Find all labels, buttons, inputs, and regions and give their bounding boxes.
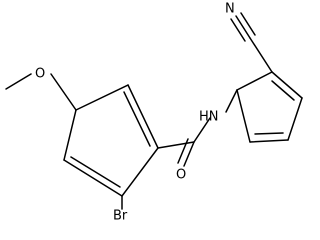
bond-nitrile-2 (240, 12, 256, 36)
bond-ring-a-5 (127, 84, 159, 149)
bond-nitrile-3 (230, 18, 246, 42)
bond-ring-b-1 (236, 71, 273, 91)
single-bonds (5, 37, 303, 210)
bond-ring-b-4-inner (271, 80, 295, 101)
atom-label-nitrile-n: N (225, 2, 235, 17)
bond-nitrile-1 (235, 15, 251, 39)
atom-label-bromine: Br (113, 209, 128, 224)
atom-label-carbonyl-o: O (176, 168, 186, 183)
bond-carbonyl-nh (193, 117, 211, 143)
bond-ring-a-1 (63, 109, 77, 161)
bond-ring-a-4-inner (70, 156, 121, 188)
bond-methyl-ether (5, 73, 32, 90)
bond-ether-ring (50, 73, 77, 111)
double-bonds (63, 71, 303, 197)
bond-ring-b-5 (249, 139, 289, 143)
molecule-diagram: N HN O O Br (5, 2, 303, 224)
atom-label-ether-o: O (35, 67, 45, 82)
bond-ring-a-4 (63, 159, 123, 197)
triple-bond (230, 12, 256, 42)
bond-ring-b-2 (287, 97, 303, 141)
bond-ring-b-3 (236, 89, 251, 143)
bond-ring-a-5-inner (123, 91, 151, 147)
bond-carbonyl-double-1 (183, 141, 195, 167)
bond-ring-carbonyl (157, 141, 195, 149)
bond-ring-b-4 (271, 71, 303, 99)
structure-canvas: N HN O O Br (5, 2, 303, 224)
bond-carbonyl-double-2 (177, 138, 189, 164)
atom-label-amide-nh: HN (199, 110, 219, 125)
bond-ring-a-2 (121, 147, 159, 197)
bond-ring-nitrile (249, 37, 273, 73)
bond-nh-ring-b (225, 89, 238, 113)
bond-ring-a-3 (75, 84, 129, 111)
bond-ring-b-5-inner (254, 132, 284, 135)
